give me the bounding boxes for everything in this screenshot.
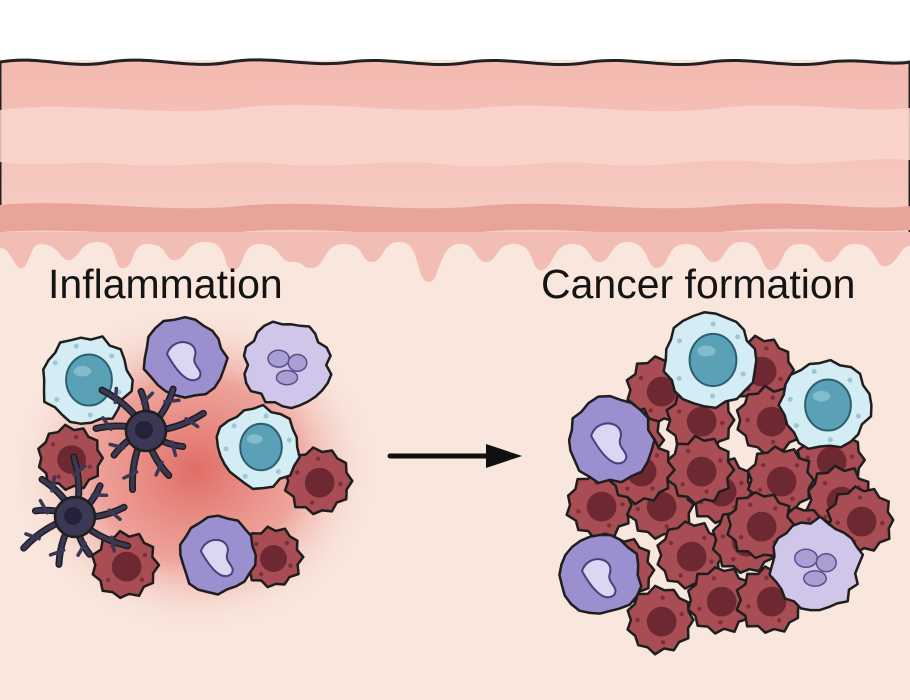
tumor-cell-icon <box>283 446 354 516</box>
light-blue-immune-cell-icon <box>215 403 301 491</box>
lavender-immune-cell-icon <box>768 515 865 612</box>
dendritic-cell-icon <box>92 385 207 493</box>
tumor-cell-cluster <box>558 311 895 656</box>
light-blue-immune-cell-icon <box>777 358 873 451</box>
skin-inner-band <box>0 104 910 167</box>
cancer-formation-label: Cancer formation <box>541 261 856 307</box>
dendritic-cell-icon <box>20 453 132 568</box>
lavender-immune-cell-icon <box>242 320 333 410</box>
tumor-cell-icon <box>665 434 736 506</box>
purple-immune-cell-icon <box>142 315 229 399</box>
purple-immune-cell-icon <box>558 533 643 615</box>
arrow-right-icon <box>387 444 522 468</box>
tumor-cell-icon <box>626 584 695 656</box>
skin-basal-band <box>0 203 910 235</box>
skin-layer <box>0 58 910 283</box>
tumor-cell-icon <box>90 529 161 600</box>
inflammation-cell-cluster <box>20 315 354 600</box>
tumor-cell-icon <box>686 565 755 635</box>
light-blue-immune-cell-icon <box>42 335 134 425</box>
purple-immune-cell-icon <box>567 394 656 485</box>
light-blue-immune-cell-icon <box>662 311 758 410</box>
inflammation-label: Inflammation <box>48 261 283 307</box>
purple-immune-cell-icon <box>178 514 257 596</box>
skin-rete-ridges <box>0 232 910 283</box>
